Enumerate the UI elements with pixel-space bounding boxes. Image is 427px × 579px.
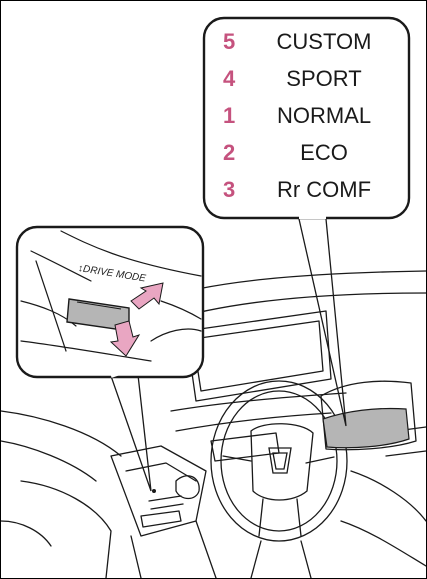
center-display (186, 311, 331, 401)
meter-display-highlight (323, 408, 409, 447)
mode-number: 1 (223, 102, 243, 130)
mode-number: 5 (223, 28, 243, 56)
mode-label: Rr COMF (249, 176, 399, 204)
mode-number: 4 (223, 65, 243, 93)
center-console (111, 446, 206, 536)
steering-wheel (211, 381, 347, 541)
mode-row-eco: 2 ECO (209, 139, 399, 167)
mode-label: SPORT (249, 65, 399, 93)
mode-row-custom: 5 CUSTOM (209, 28, 399, 56)
toyota-logo-icon (269, 448, 291, 473)
switch-location-marker (152, 489, 156, 493)
mode-row-normal: 1 NORMAL (209, 102, 399, 130)
mode-row-sport: 4 SPORT (209, 65, 399, 93)
mode-label: NORMAL (249, 102, 399, 130)
mode-number: 3 (223, 176, 243, 204)
mode-label: CUSTOM (249, 28, 399, 56)
gear-shifter (176, 476, 199, 499)
mode-row-rr-comf: 3 Rr COMF (209, 176, 399, 204)
mode-label: ECO (249, 139, 399, 167)
mode-number: 2 (223, 139, 243, 167)
